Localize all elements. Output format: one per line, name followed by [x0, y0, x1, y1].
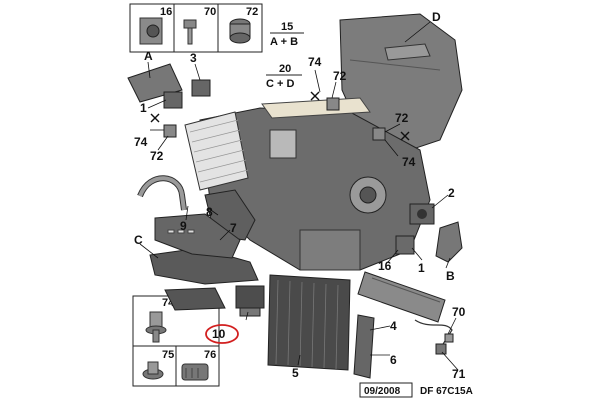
- actuator-16-part: [395, 235, 415, 255]
- seal-6-part: [353, 314, 375, 379]
- callout-74-left: 74: [134, 135, 148, 149]
- callout-9: 9: [180, 219, 187, 233]
- callout-72-top: 72: [333, 69, 347, 83]
- callout-3: 3: [190, 51, 197, 65]
- callout-74-right: 74: [402, 155, 416, 169]
- callout-70: 70: [452, 305, 466, 319]
- clip-16-part: [139, 17, 163, 45]
- callout-72-left: 72: [150, 149, 164, 163]
- svg-text:C + D: C + D: [266, 78, 294, 90]
- callout-b: B: [446, 269, 455, 283]
- callout-a: A: [144, 49, 153, 63]
- pipe-9-part: [137, 175, 187, 211]
- svg-text:A + B: A + B: [270, 36, 298, 48]
- svg-text:15: 15: [281, 21, 293, 33]
- callout-8: 8: [206, 205, 213, 219]
- inset-label-75: 75: [162, 349, 174, 361]
- callout-7: 7: [230, 221, 237, 235]
- hvac-housing: [199, 97, 431, 271]
- sensor-71-part: [414, 319, 454, 355]
- filter-5-part: [267, 274, 351, 371]
- mount-76-part: [181, 363, 209, 381]
- callout-16: 16: [378, 259, 392, 273]
- svg-text:10: 10: [212, 327, 226, 341]
- footer-codes: 09/2008 DF 67C15A: [359, 382, 473, 398]
- callout-1-left: 1: [140, 101, 147, 115]
- callout-6: 6: [390, 353, 397, 367]
- callout-2: 2: [448, 186, 455, 200]
- inset-label-76: 76: [204, 349, 216, 361]
- evaporator-grille: [184, 111, 249, 191]
- actuator-2-part: [409, 203, 435, 225]
- duct-7-part: [154, 213, 241, 259]
- callout-4: 4: [390, 319, 397, 333]
- nut-75-part: [142, 361, 164, 380]
- callout-72-right: 72: [395, 111, 409, 125]
- inset-top: 16 70 72: [129, 3, 263, 53]
- reference-code: DF 67C15A: [420, 386, 473, 397]
- inset-label-72: 72: [246, 6, 258, 18]
- inset-label-16: 16: [160, 6, 172, 18]
- grommet-72-part: [229, 18, 251, 44]
- callout-10-circled: 10: [205, 324, 239, 344]
- fastener-markers: [150, 91, 410, 141]
- callouts: D A 3 1 74 72 74 72 72 74 2 16 1 B 9 8 7…: [134, 10, 466, 381]
- callout-c: C: [134, 233, 143, 247]
- inset-label-70: 70: [204, 6, 216, 18]
- callout-74-top: 74: [308, 55, 322, 69]
- cover-d-part: [339, 13, 463, 151]
- grommet-72-right-part: [326, 97, 386, 141]
- actuator-1-part: [163, 91, 183, 109]
- date-code: 09/2008: [364, 386, 401, 397]
- leader-lines: [139, 21, 459, 371]
- duct-lower-part: [164, 287, 226, 311]
- kit-label-15: 15 A + B: [270, 21, 304, 48]
- callout-5: 5: [292, 366, 299, 380]
- screw-74-part: [145, 311, 167, 343]
- actuator-3-part: [191, 79, 211, 97]
- callout-1-right: 1: [418, 261, 425, 275]
- screw-70-part: [183, 19, 197, 45]
- resistor-10-part: [235, 285, 265, 317]
- bracket-b-part: [435, 221, 463, 263]
- kit-label-20: 20 C + D: [266, 63, 302, 90]
- grommet-72-left-part: [163, 124, 177, 138]
- heater-core-4-part: [357, 271, 446, 323]
- callout-71: 71: [452, 367, 466, 381]
- callout-d: D: [432, 10, 441, 24]
- svg-text:20: 20: [279, 63, 291, 75]
